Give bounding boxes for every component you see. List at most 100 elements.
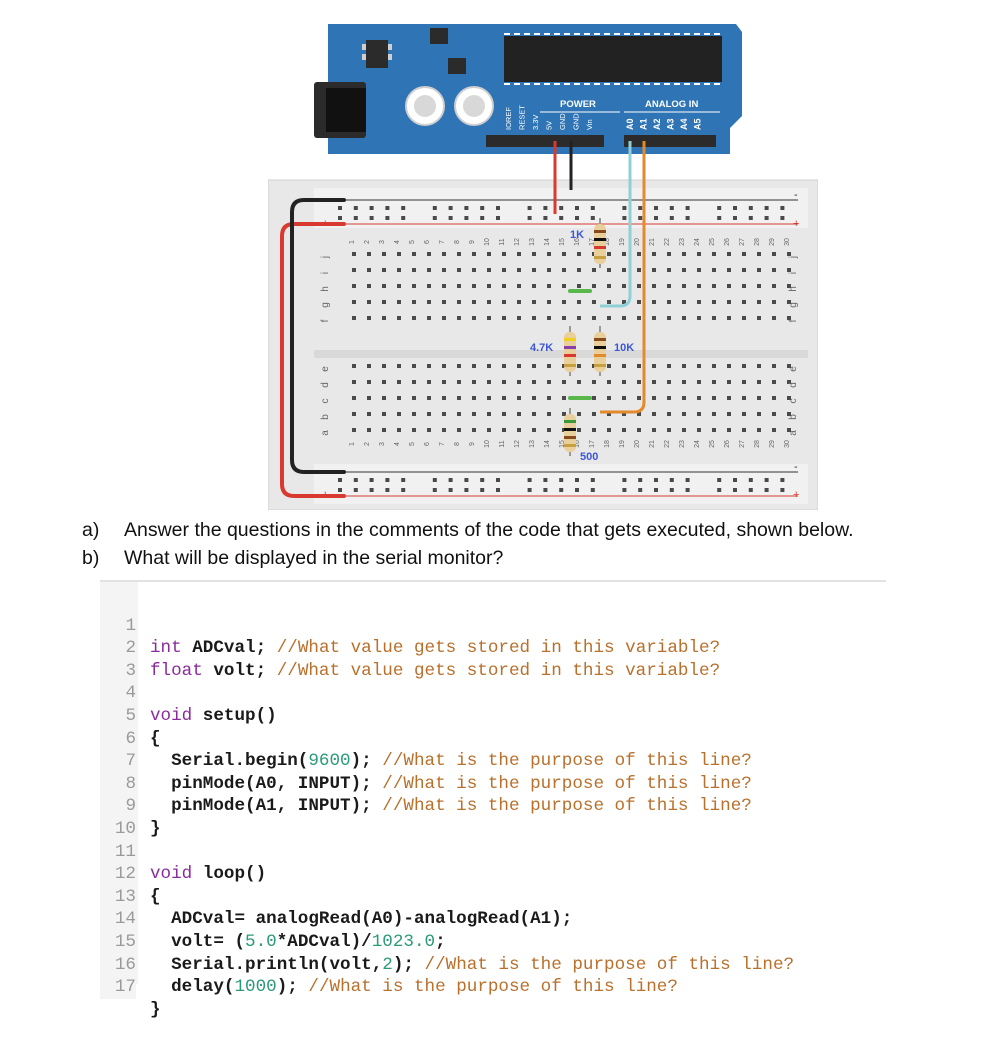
breadboard-hole xyxy=(532,316,536,320)
breadboard-hole xyxy=(517,364,521,368)
breadboard-hole xyxy=(472,316,476,320)
breadboard-hole xyxy=(712,428,716,432)
breadboard-hole xyxy=(487,252,491,256)
column-number: 12 xyxy=(514,440,521,448)
breadboard-hole xyxy=(496,488,500,492)
breadboard-hole xyxy=(369,216,374,220)
code-number: 1000 xyxy=(234,977,277,998)
breadboard-hole xyxy=(637,364,641,368)
column-number: 14 xyxy=(544,238,551,246)
code-line: 13 ADCval= analogRead(A0)-analogRead(A1)… xyxy=(100,863,886,929)
breadboard-hole xyxy=(772,316,776,320)
code-comment: //What is the purpose of this line? xyxy=(382,773,752,794)
breadboard-hole xyxy=(712,412,716,416)
breadboard-hole xyxy=(712,252,716,256)
breadboard-hole xyxy=(502,300,506,304)
code-block: 1 int ADCval; //What value gets stored i… xyxy=(100,580,886,1020)
breadboard-hole xyxy=(385,216,390,220)
breadboard-hole xyxy=(367,268,371,272)
breadboard-hole xyxy=(757,316,761,320)
breadboard-hole xyxy=(742,316,746,320)
breadboard-hole xyxy=(427,300,431,304)
row-letter: h xyxy=(788,286,799,292)
breadboard-hole xyxy=(757,364,761,368)
code-comment: //What value gets stored in this variabl… xyxy=(276,638,721,659)
code-text: volt; xyxy=(202,660,277,681)
breadboard-hole xyxy=(562,380,566,384)
breadboard-hole xyxy=(472,380,476,384)
breadboard-hole xyxy=(682,428,686,432)
breadboard-hole xyxy=(487,268,491,272)
column-number: 30 xyxy=(784,238,791,246)
breadboard-hole xyxy=(367,284,371,288)
breadboard-hole xyxy=(748,478,753,482)
breadboard-hole xyxy=(654,488,658,492)
breadboard-hole xyxy=(685,206,690,210)
question-letter: a) xyxy=(82,519,100,541)
breadboard-hole xyxy=(622,478,627,482)
breadboard-hole xyxy=(457,396,461,400)
breadboard-hole xyxy=(547,364,551,368)
breadboard-hole xyxy=(592,284,596,288)
breadboard-hole xyxy=(652,300,656,304)
breadboard-hole xyxy=(652,364,656,368)
breadboard-hole xyxy=(352,380,356,384)
code-keyword: void xyxy=(150,705,193,726)
breadboard-hole xyxy=(727,268,731,272)
column-number: 25 xyxy=(709,440,716,448)
analog-header-label: ANALOG IN xyxy=(645,99,698,110)
breadboard-hole xyxy=(517,412,521,416)
column-number: 9 xyxy=(469,240,476,244)
column-number: 30 xyxy=(784,440,791,448)
row-letter: b xyxy=(320,414,331,420)
breadboard-hole xyxy=(353,206,358,210)
breadboard-hole xyxy=(733,488,737,492)
column-number: 7 xyxy=(439,240,446,244)
breadboard-hole xyxy=(577,284,581,288)
teal-a0-wire xyxy=(600,141,632,308)
breadboard-hole xyxy=(397,268,401,272)
breadboard-hole xyxy=(575,488,579,492)
resistor-label-10k: 10K xyxy=(614,342,634,354)
breadboard-hole xyxy=(487,316,491,320)
breadboard-hole xyxy=(412,268,416,272)
breadboard-hole xyxy=(638,478,643,482)
breadboard-hole xyxy=(352,364,356,368)
breadboard-hole xyxy=(787,316,791,320)
breadboard-hole xyxy=(517,284,521,288)
breadboard-hole xyxy=(787,284,791,288)
breadboard-hole xyxy=(592,412,596,416)
column-number: 2 xyxy=(364,442,371,446)
line-number: 3 xyxy=(100,659,136,683)
breadboard-hole xyxy=(637,412,641,416)
breadboard-hole xyxy=(654,478,658,482)
breadboard-hole xyxy=(562,268,566,272)
breadboard-hole xyxy=(367,316,371,320)
breadboard-hole xyxy=(457,252,461,256)
breadboard-hole xyxy=(412,396,416,400)
breadboard-hole xyxy=(442,252,446,256)
breadboard-hole xyxy=(562,284,566,288)
breadboard-hole xyxy=(401,206,406,210)
breadboard-hole xyxy=(532,428,536,432)
breadboard-hole xyxy=(338,216,342,220)
breadboard-hole xyxy=(487,412,491,416)
breadboard-hole xyxy=(712,364,716,368)
column-number: 23 xyxy=(679,440,686,448)
breadboard-hole xyxy=(517,300,521,304)
column-number: 5 xyxy=(409,240,416,244)
breadboard-hole xyxy=(427,316,431,320)
breadboard-hole xyxy=(352,316,356,320)
breadboard-hole xyxy=(502,396,506,400)
breadboard-hole xyxy=(772,396,776,400)
breadboard-hole xyxy=(577,364,581,368)
breadboard-hole xyxy=(517,396,521,400)
breadboard-hole xyxy=(382,284,386,288)
breadboard-hole xyxy=(669,216,674,220)
breadboard-hole xyxy=(369,478,374,482)
orange-a1-wire xyxy=(600,141,646,414)
breadboard-hole xyxy=(682,396,686,400)
line-number: 9 xyxy=(100,795,136,818)
breadboard-hole xyxy=(592,396,596,400)
code-line: 12 { xyxy=(100,841,886,907)
